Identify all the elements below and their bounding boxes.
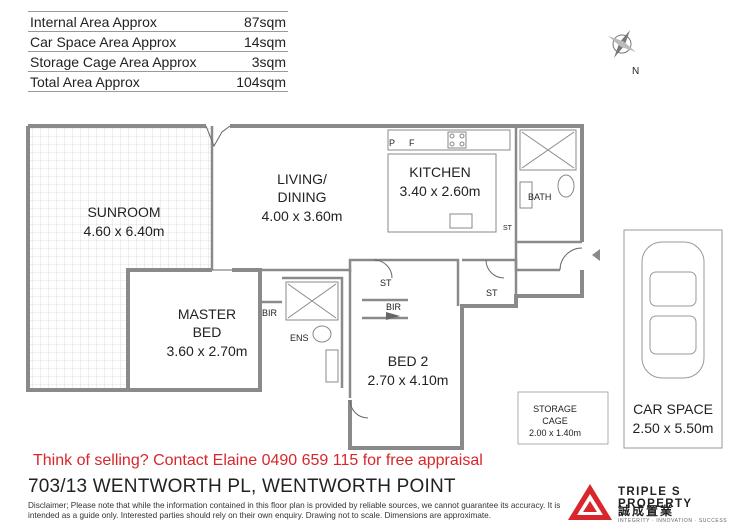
bath-label: BATH: [528, 192, 551, 202]
pantry-label: P: [389, 138, 395, 148]
living-name-2: DINING: [278, 189, 327, 205]
brand-name: TRIPLE S PROPERTY: [618, 486, 693, 510]
car-space-name: CAR SPACE: [633, 401, 713, 417]
brand-chinese-name: 誠成置業: [618, 504, 675, 518]
sunroom-size: 4.60 x 6.40m: [84, 223, 165, 239]
bed2-size: 2.70 x 4.10m: [368, 372, 449, 388]
fridge-label: F: [409, 138, 415, 148]
area-label: Total Area Approx: [28, 71, 226, 92]
area-label: Internal Area Approx: [28, 11, 226, 32]
car-space-size: 2.50 x 5.50m: [633, 420, 714, 436]
storage-cage-outline: [517, 391, 609, 445]
bir-bed2-label: BIR: [386, 302, 402, 312]
master-size: 3.60 x 2.70m: [167, 343, 248, 359]
area-label: Storage Cage Area Approx: [28, 51, 226, 72]
bed2-name: BED 2: [388, 353, 429, 369]
area-value: 3sqm: [225, 51, 288, 72]
bir-arrow-icon: [386, 312, 400, 320]
area-label: Car Space Area Approx: [28, 31, 226, 52]
car-space-outline: [623, 229, 723, 449]
area-value: 87sqm: [225, 11, 288, 32]
ensuite-label: ENS: [290, 333, 309, 343]
kitchen-name: KITCHEN: [409, 164, 470, 180]
area-value: 14sqm: [225, 31, 288, 52]
brand-tagline: INTEGRITY · INNOVATION · SUCCESS: [618, 518, 728, 524]
floor-plan: N: [26, 30, 723, 450]
doors: [205, 125, 583, 419]
entry-arrow-icon: [592, 249, 600, 261]
kitchen-size: 3.40 x 2.60m: [400, 183, 481, 199]
store-bath-label: ST: [503, 225, 513, 232]
walls: [26, 124, 584, 450]
storage-name-1: STORAGE: [533, 404, 577, 414]
property-address: 703/13 WENTWORTH PL, WENTWORTH POINT: [28, 476, 456, 497]
storage-name-2: CAGE: [542, 416, 568, 426]
sunroom-floor-lower: [30, 270, 128, 388]
store-hall-label: ST: [380, 278, 392, 288]
bathroom-fixtures: [285, 129, 577, 383]
store-entry-label: ST: [486, 288, 498, 298]
area-value: 104sqm: [225, 71, 288, 92]
master-name-1: MASTER: [178, 306, 236, 322]
sunroom-floor: [30, 128, 212, 270]
car-icon: [641, 241, 705, 379]
master-name-2: BED: [193, 324, 222, 340]
inner-walls: [210, 126, 582, 398]
promo-text: Think of selling? Contact Elaine 0490 65…: [33, 452, 483, 469]
sunroom-name: SUNROOM: [87, 204, 160, 220]
living-size: 4.00 x 3.60m: [262, 208, 343, 224]
kitchen-joinery: [387, 129, 511, 233]
living-name-1: LIVING/: [277, 171, 327, 187]
brand-logo-icon: [568, 484, 612, 520]
bir-master-label: BIR: [262, 308, 278, 318]
storage-size: 2.00 x 1.40m: [529, 428, 581, 438]
compass-icon: N: [608, 30, 639, 77]
disclaimer-text: Disclaimer; Please note that while the i…: [28, 501, 561, 520]
compass-north-label: N: [632, 66, 639, 77]
